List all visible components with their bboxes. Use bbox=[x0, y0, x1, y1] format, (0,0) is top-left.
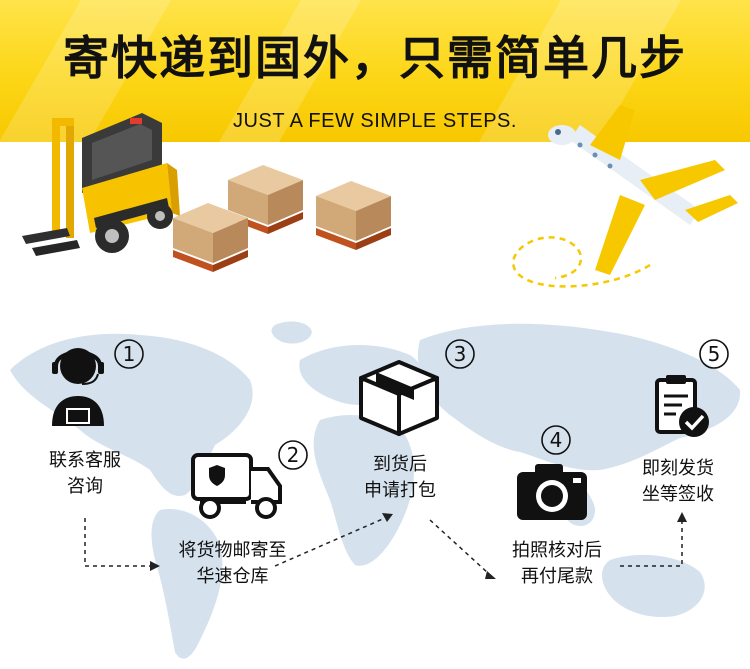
step-5-label-line1: 即刻发货 bbox=[642, 458, 714, 479]
step-number-badge bbox=[445, 339, 475, 369]
step-3-label: 到货后 申请打包 bbox=[335, 452, 465, 504]
delivery-truck-icon bbox=[191, 453, 282, 519]
step-4-label: 拍照核对后 再付尾款 bbox=[487, 538, 627, 590]
step-3-label-line2: 申请打包 bbox=[364, 480, 436, 501]
step-3-number: 3 bbox=[453, 342, 467, 366]
page-title: 寄快递到国外，只需简单几步 bbox=[63, 31, 687, 85]
page-subtitle: JUST A FEW SIMPLE STEPS. bbox=[233, 110, 517, 132]
world-map-illustration bbox=[10, 321, 741, 659]
step-1-label: 联系客服 咨询 bbox=[20, 448, 150, 500]
clipboard-check-icon bbox=[655, 375, 709, 437]
step-number-badge bbox=[114, 339, 144, 369]
step-2-label-line1: 将货物邮寄至 bbox=[178, 540, 287, 561]
step-4-label-line2: 再付尾款 bbox=[521, 566, 593, 587]
step-1-number: 1 bbox=[122, 342, 136, 366]
cargo-pallets-illustration bbox=[173, 165, 391, 272]
customer-service-icon bbox=[52, 348, 104, 426]
airplane-illustration bbox=[512, 105, 738, 288]
step-1-label-line1: 联系客服 bbox=[49, 450, 121, 471]
step-number-badge bbox=[541, 425, 571, 455]
step-2-label: 将货物邮寄至 华速仓库 bbox=[155, 538, 310, 590]
step-5-number: 5 bbox=[707, 342, 721, 366]
forklift-illustration bbox=[22, 113, 180, 256]
step-number-badge bbox=[278, 440, 308, 470]
step-3-label-line1: 到货后 bbox=[373, 454, 427, 475]
step-1-label-line2: 咨询 bbox=[67, 476, 103, 497]
step-2-label-line2: 华速仓库 bbox=[196, 566, 269, 587]
step-2-number: 2 bbox=[286, 443, 300, 467]
step-4-label-line1: 拍照核对后 bbox=[512, 540, 602, 561]
step-4-number: 4 bbox=[549, 428, 563, 452]
camera-icon bbox=[517, 464, 587, 520]
step-5-label-line2: 坐等签收 bbox=[642, 484, 714, 505]
package-box-icon bbox=[359, 360, 439, 436]
step-5-label: 即刻发货 坐等签收 bbox=[618, 456, 738, 508]
step-number-badge bbox=[699, 339, 729, 369]
